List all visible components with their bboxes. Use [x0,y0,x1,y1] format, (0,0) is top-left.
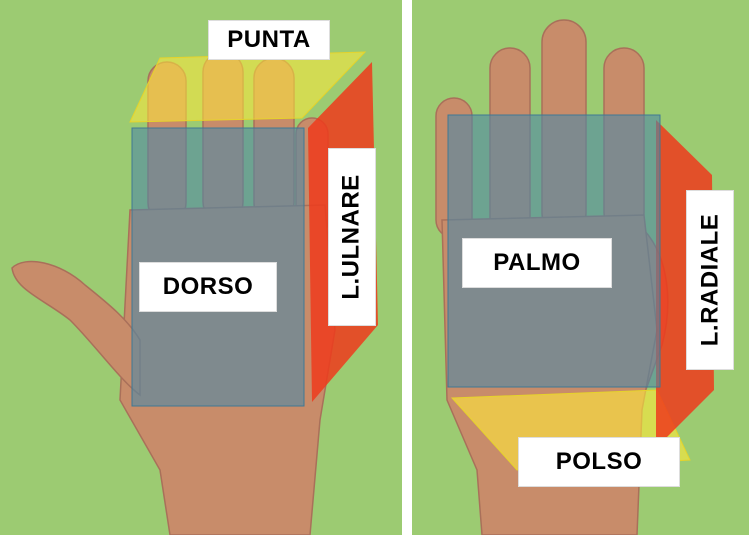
label-punta: PUNTA [208,20,330,60]
label-radial-side-text: L.RADIALE [696,213,723,347]
panel-divider [402,0,412,535]
label-polso: POLSO [518,437,680,487]
label-ulnar-side: L.ULNARE [328,148,376,326]
left-panel-back-of-hand: PUNTA DORSO L.ULNARE [0,0,402,535]
label-ulnar-side-text: L.ULNARE [338,174,366,300]
right-panel-palm-of-hand: PALMO L.RADIALE POLSO [412,0,749,535]
label-radial-side: L.RADIALE [686,190,734,370]
label-dorso: DORSO [139,262,277,312]
label-palmo: PALMO [462,238,612,288]
